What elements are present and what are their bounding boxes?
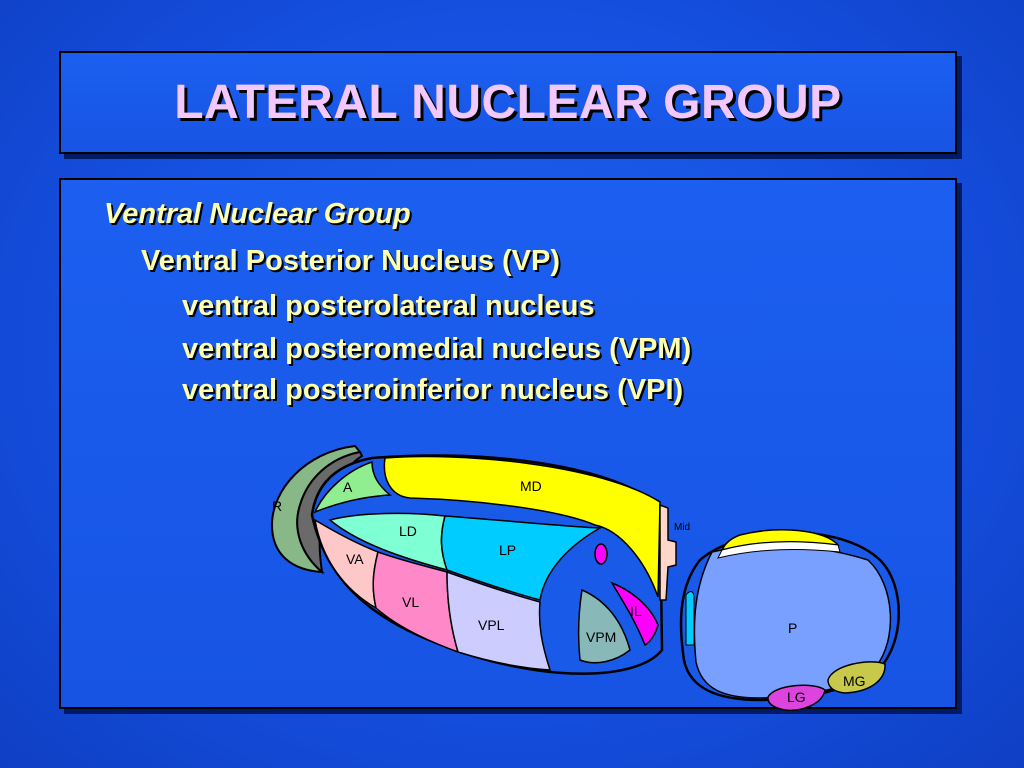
subheading-ventral-posterior-nucleus: Ventral Posterior Nucleus (VP) (141, 245, 561, 277)
label-VL: VL (402, 594, 419, 610)
region-VPM (577, 588, 631, 664)
region-VPL (446, 570, 552, 671)
label-VPL: VPL (478, 617, 505, 633)
slide-title: LATERAL NUCLEAR GROUP (174, 76, 842, 129)
label-P: P (788, 620, 797, 636)
item-posterolateral: ventral posterolateral nucleus (182, 290, 595, 322)
region-IL-small (594, 543, 608, 565)
label-VA: VA (346, 551, 364, 567)
region-P-band (717, 541, 841, 559)
region-P-side (685, 591, 695, 646)
region-LP (440, 515, 603, 601)
label-LG: LG (787, 689, 806, 705)
region-MG (827, 661, 886, 694)
label-MG: MG (843, 673, 866, 689)
label-A: A (343, 479, 353, 495)
label-IL: IL (630, 603, 642, 619)
heading-ventral-nuclear-group: Ventral Nuclear Group (104, 198, 411, 230)
label-LD: LD (399, 523, 417, 539)
item-posteroinferior: ventral posteroinferior nucleus (VPI) (182, 374, 684, 406)
title-panel: LATERAL NUCLEAR GROUP (59, 51, 957, 154)
region-A (313, 460, 392, 514)
label-MD: MD (520, 478, 542, 494)
region-Mid (659, 503, 677, 601)
region-LG (767, 684, 826, 712)
label-R: R (272, 498, 282, 514)
label-Mid: Mid (674, 522, 690, 533)
label-VPM: VPM (586, 629, 616, 645)
item-posteromedial: ventral posteromedial nucleus (VPM) (182, 333, 692, 365)
region-MD (383, 455, 661, 598)
label-LP: LP (499, 542, 516, 558)
region-IL (610, 581, 659, 647)
